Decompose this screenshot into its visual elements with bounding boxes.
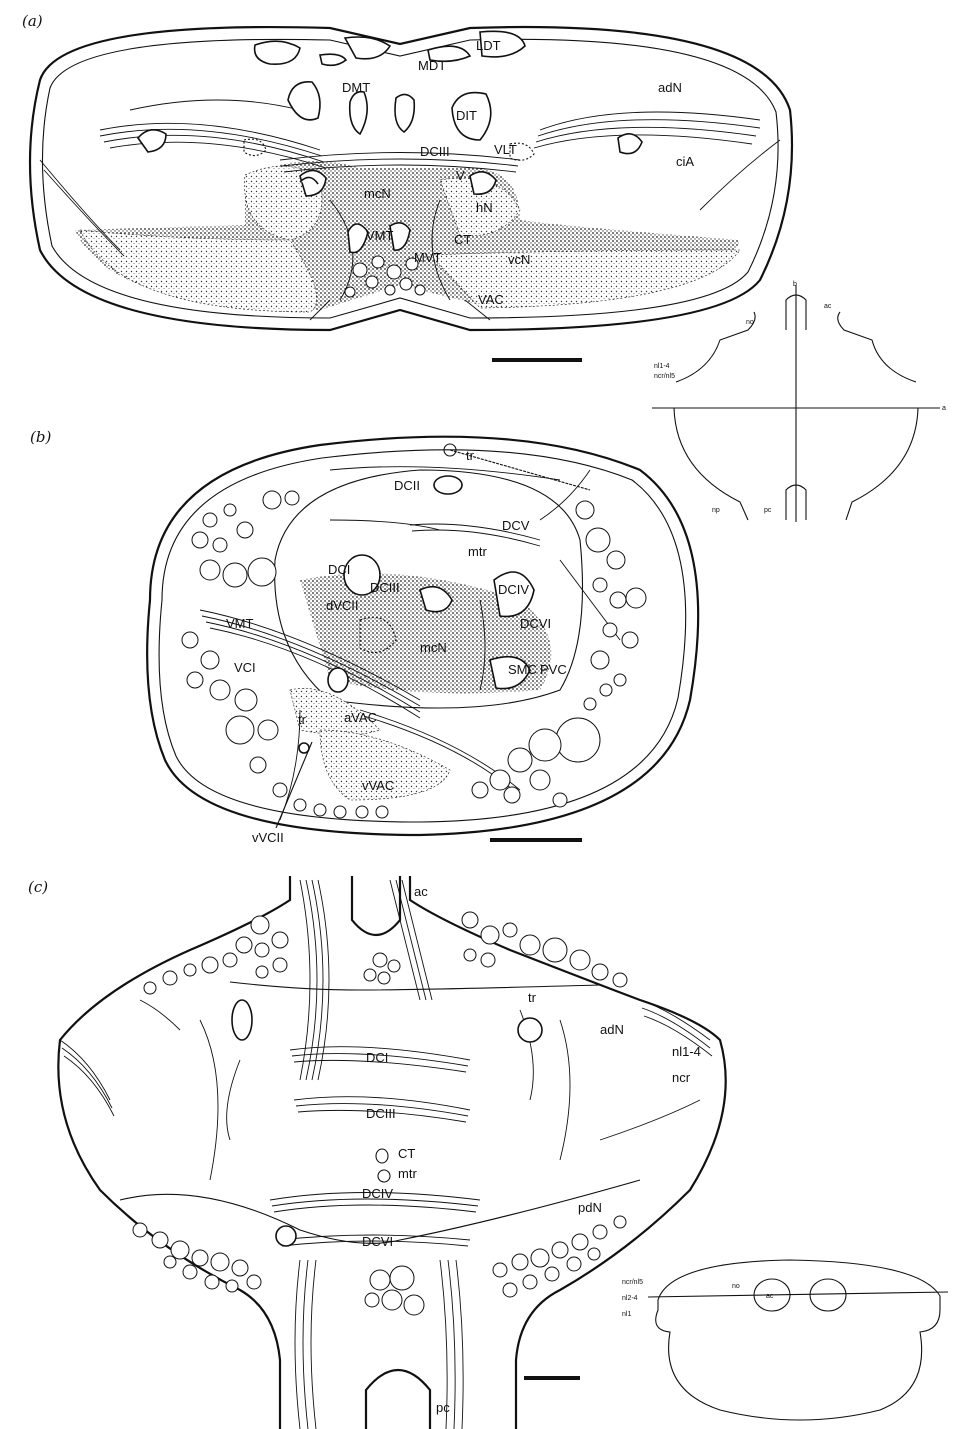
label-a-v: V <box>456 168 465 183</box>
label-b-vvcii: vVCII <box>252 830 284 845</box>
label-b-dci: DCI <box>328 562 350 577</box>
label-a-ct: CT <box>454 232 471 247</box>
label-c-nl14: nl1-4 <box>672 1044 701 1059</box>
label-c-ct: CT <box>398 1146 415 1161</box>
inset-a-ncrnl5: ncr/nl5 <box>654 373 675 380</box>
inset-c-orientation: ncr/nl5 nl2-4 nl1 no ac <box>622 1260 948 1420</box>
label-b-smc: SMC <box>508 662 537 677</box>
label-a-dmt: DMT <box>342 80 370 95</box>
label-c-dciv: DCIV <box>362 1186 393 1201</box>
panel-a-label: (a) <box>22 12 43 30</box>
label-a-mvt: MVT <box>414 250 442 265</box>
label-b-dcvi: DCVI <box>520 616 551 631</box>
inset-c-no: no <box>732 1283 740 1290</box>
label-b-mcn: mcN <box>420 640 447 655</box>
label-c-pc: pc <box>436 1400 450 1415</box>
label-b-dciv: DCIV <box>498 582 529 597</box>
inset-c-ncrnl5: ncr/nl5 <box>622 1279 643 1286</box>
label-c-dci: DCI <box>366 1050 388 1065</box>
panel-b: (b) <box>30 428 698 845</box>
inset-a-a: a <box>942 405 946 412</box>
label-c-adn: adN <box>600 1022 624 1037</box>
inset-a-b: b <box>793 281 797 288</box>
label-a-dit: DIT <box>456 108 477 123</box>
label-b-dciii: DCIII <box>370 580 400 595</box>
panel-c: (c) <box>28 876 948 1429</box>
label-b-vci: VCI <box>234 660 256 675</box>
panel-a: (a) <box>22 12 946 522</box>
inset-c-nl24: nl2-4 <box>622 1295 638 1302</box>
inset-a-no: no <box>746 319 754 326</box>
label-a-vac: VAC <box>478 292 504 307</box>
label-a-vcn: vcN <box>508 252 530 267</box>
label-c-ncr: ncr <box>672 1070 691 1085</box>
label-c-ac: ac <box>414 884 428 899</box>
label-a-cia: ciA <box>676 154 694 169</box>
label-a-dciii: DCIII <box>420 144 450 159</box>
label-b-tr: tr <box>466 448 475 463</box>
inset-c-nl1: nl1 <box>622 1311 631 1318</box>
label-a-mcn: mcN <box>364 186 391 201</box>
label-b-dvcii: dVCII <box>326 598 359 613</box>
inset-a-nl14: nl1-4 <box>654 363 670 370</box>
label-b-vmt: VMT <box>226 616 254 631</box>
inset-a-pc: pc <box>764 507 772 514</box>
label-a-vlt: VLT <box>494 142 517 157</box>
label-a-hn: hN <box>476 200 493 215</box>
label-c-mtr: mtr <box>398 1166 417 1181</box>
label-b-dcv: DCV <box>502 518 530 533</box>
label-b-vvac: vVAC <box>362 778 394 793</box>
label-a-mdt: MDT <box>418 58 446 73</box>
label-b-tr2: tr <box>298 712 307 727</box>
label-b-avac: aVAC <box>344 710 377 725</box>
label-a-adn: adN <box>658 80 682 95</box>
panel-c-label: (c) <box>28 878 48 896</box>
label-b-pvc: PVC <box>540 662 567 677</box>
label-c-dciii: DCIII <box>366 1106 396 1121</box>
label-c-pdn: pdN <box>578 1200 602 1215</box>
label-a-vmt: VMT <box>366 228 394 243</box>
inset-a-np: np <box>712 507 720 514</box>
inset-a-orientation: b ac no nl1-4 ncr/nl5 a np pc <box>652 281 946 522</box>
panel-b-label: (b) <box>30 428 51 446</box>
label-c-dcvi: DCVI <box>362 1234 393 1249</box>
label-c-tr: tr <box>528 990 537 1005</box>
label-b-dcii: DCII <box>394 478 420 493</box>
inset-c-ac: ac <box>766 1293 774 1300</box>
label-b-mtr: mtr <box>468 544 487 559</box>
label-a-ldt: LDT <box>476 38 501 53</box>
inset-a-ac: ac <box>824 303 832 310</box>
